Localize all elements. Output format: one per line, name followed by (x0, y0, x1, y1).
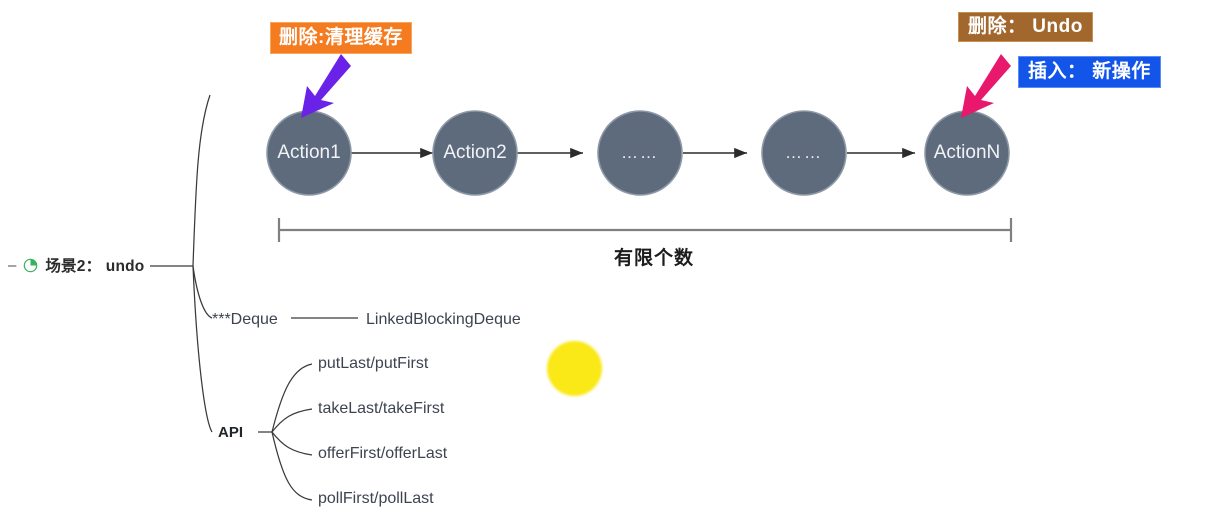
cursor-highlight (547, 341, 602, 396)
action-chain-graphic (266, 110, 1010, 196)
mindmap-root-label: 场景2： undo (45, 258, 145, 275)
root-dash-icon: – (8, 256, 17, 274)
api-method-takelast-takefirst[interactable]: takeLast/takeFirst (318, 400, 445, 417)
branch-label-deque[interactable]: ***Deque (212, 311, 278, 328)
mindmap-root-node[interactable]: – 场景2： undo (8, 254, 144, 276)
branch-label-linkedblockingdeque[interactable]: LinkedBlockingDeque (366, 311, 521, 328)
callout-tag-insert-new[interactable]: 插入： 新操作 (1018, 56, 1161, 88)
pie-progress-icon (24, 258, 38, 272)
api-method-pollfirst-polllast[interactable]: pollFirst/pollLast (318, 490, 434, 507)
callout-tag-delete-cache[interactable]: 删除:清理缓存 (270, 22, 412, 54)
bracket-caption: 有限个数 (614, 248, 695, 269)
api-method-offerfirst-offerlast[interactable]: offerFirst/offerLast (318, 445, 448, 462)
finite-count-bracket (277, 218, 1013, 242)
api-method-putlast-putfirst[interactable]: putLast/putFirst (318, 355, 429, 372)
callout-tag-delete-undo[interactable]: 删除： Undo (958, 12, 1093, 42)
branch-label-api[interactable]: API (218, 424, 244, 441)
